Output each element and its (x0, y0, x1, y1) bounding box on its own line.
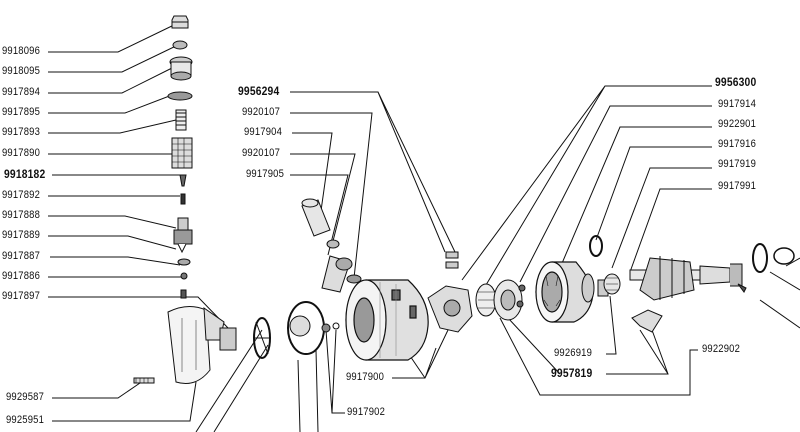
label-9922901: 9922901 (718, 118, 757, 130)
label-9917914: 9917914 (718, 98, 757, 110)
pin-9918182-part (179, 174, 187, 187)
pin-9917892-part (180, 193, 186, 205)
plug-9917894-part (169, 56, 193, 81)
leader-9917889 (48, 235, 177, 250)
clip-right-part (737, 283, 747, 293)
screw-9929587-part (133, 377, 155, 384)
pin-9917886-part (180, 289, 187, 299)
leader-9917888 (48, 215, 177, 229)
fitting-9917888-part (173, 217, 193, 254)
spring-9917893-part (175, 109, 187, 131)
label-9920107-a: 9920107 (242, 106, 281, 118)
leader-9957819 (507, 317, 669, 375)
bracket-housing-part (167, 306, 237, 384)
leader-bottom-a (195, 329, 269, 432)
label-9957819: 9957819 (551, 366, 593, 380)
bolt-9918096-part (171, 15, 189, 29)
label-9922902: 9922902 (702, 343, 741, 355)
screw-9917902-part (321, 323, 331, 333)
latch-9957819-part (631, 309, 663, 333)
washer-9917889-part (177, 258, 191, 266)
leader-9917919 (611, 167, 712, 269)
leader-9917887 (50, 256, 181, 266)
bearing-9926919-part (581, 273, 609, 303)
ring-9920107-part (326, 239, 340, 249)
leader-9956294 (290, 91, 456, 253)
main-body-cylinder-part (345, 279, 429, 361)
label-9926919: 9926919 (554, 347, 593, 359)
gear-bracket-part (427, 285, 473, 333)
label-9917919: 9917919 (718, 158, 757, 170)
leader-9917905 (290, 174, 349, 256)
key-9956294-part (445, 251, 459, 269)
pin-small-b-part (516, 300, 524, 308)
leader-9920107b (290, 153, 356, 246)
label-9917897: 9917897 (2, 290, 41, 302)
label-9925951: 9925951 (6, 414, 45, 426)
label-9918095: 9918095 (2, 65, 41, 77)
label-9917900: 9917900 (346, 371, 385, 383)
leader-9917902 (325, 329, 345, 414)
spring-9917919-part (603, 273, 621, 295)
leader-9917894 (48, 67, 173, 94)
leader-9956300 (461, 85, 712, 296)
label-9918182: 9918182 (4, 167, 46, 181)
label-9917991: 9917991 (718, 180, 757, 192)
washer-9918095-part (172, 40, 188, 50)
leader-9917914 (519, 105, 712, 283)
label-9917893: 9917893 (2, 126, 41, 138)
leader-9920107a (290, 112, 373, 279)
label-9929587: 9929587 (6, 391, 45, 403)
rotor-shaft-9922902-part (629, 256, 743, 301)
cover-plate-part (287, 301, 325, 355)
leader-9926919 (606, 295, 617, 355)
label-9917894: 9917894 (2, 86, 41, 98)
label-9917890: 9917890 (2, 147, 41, 159)
lever-9917905-part (321, 255, 353, 293)
gasket-ring-part (253, 317, 271, 359)
label-9956294: 9956294 (238, 84, 280, 98)
leader-9917893 (48, 119, 177, 134)
leader-9917916 (595, 146, 712, 241)
label-9917904: 9917904 (244, 126, 283, 138)
ring-9920107b-part (346, 274, 362, 284)
washer-9917895-part (167, 91, 193, 101)
filter-9917890-part (171, 137, 193, 169)
label-9917889: 9917889 (2, 229, 41, 241)
leader-9917904 (292, 132, 333, 233)
washer-right-part (752, 243, 768, 273)
label-9917902: 9917902 (347, 406, 386, 418)
label-9917895: 9917895 (2, 106, 41, 118)
clip-part (475, 283, 497, 317)
label-9917916: 9917916 (718, 138, 757, 150)
label-9918096: 9918096 (2, 45, 41, 57)
leader-9925951 (52, 381, 197, 422)
leader-9918096 (48, 23, 177, 53)
label-9917888: 9917888 (2, 209, 41, 221)
label-9917886: 9917886 (2, 270, 41, 282)
leader-right-edge (759, 257, 800, 329)
label-9956300: 9956300 (715, 75, 757, 89)
washer-9917916-part (589, 235, 603, 257)
leader-9929587 (52, 382, 141, 399)
filter-parts-stack (167, 15, 193, 299)
label-9917892: 9917892 (2, 189, 41, 201)
leader-9922902 (499, 317, 698, 396)
leader-9922901 (559, 126, 712, 269)
label-9917905: 9917905 (246, 168, 285, 180)
cage-9917914-part (493, 279, 523, 321)
leader-9917991 (629, 188, 712, 273)
ball-9917887-part (180, 272, 188, 280)
label-9920107-b: 9920107 (242, 147, 281, 159)
leader-9917895 (48, 94, 173, 114)
bushing-9917904-part (301, 198, 331, 237)
label-9917887: 9917887 (2, 250, 41, 262)
leader-bottom-b (297, 349, 319, 432)
washer-small-part (332, 322, 340, 330)
leader-9918095 (48, 44, 179, 73)
pin-small-part (518, 284, 526, 292)
ring-right-edge-part (773, 247, 795, 265)
